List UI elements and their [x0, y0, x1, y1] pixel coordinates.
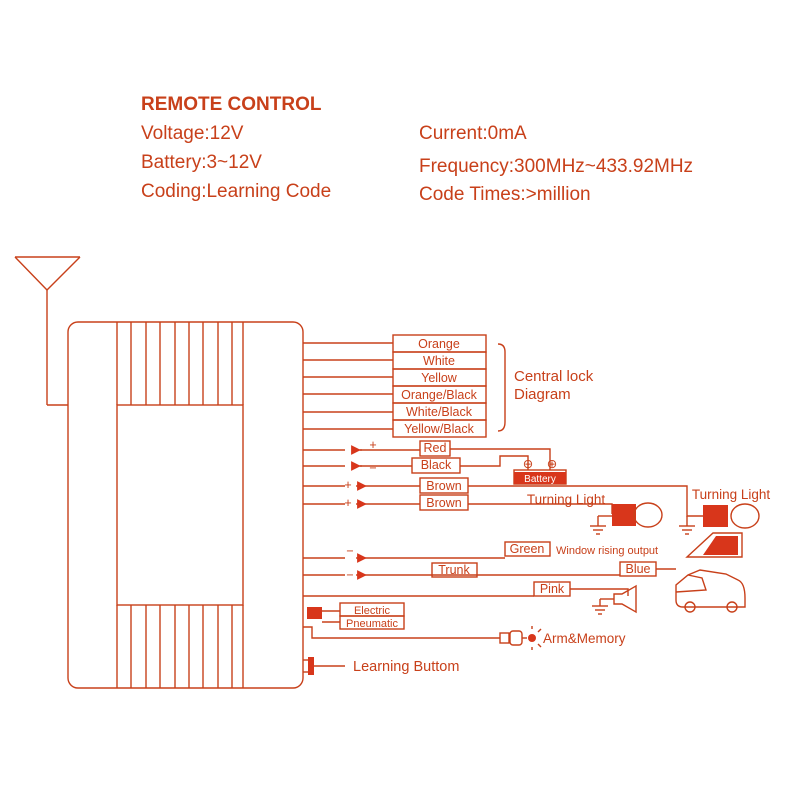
spec-coding: Coding:Learning Code [141, 181, 332, 202]
spec-frequency: Frequency:300MHz~433.92MHz [419, 156, 694, 177]
minus-sign: − [369, 461, 376, 475]
wire-label-pink: Pink [540, 582, 565, 596]
battery-icon [513, 469, 567, 485]
central-lock-diagram-label: Diagram [514, 386, 571, 403]
central-lock-wires [303, 334, 506, 438]
turning-light-left-label: Turning Light [527, 492, 606, 507]
spec-battery: Battery:3~12V [141, 152, 262, 173]
wire-label-white-black: White/Black [406, 405, 473, 419]
spec-current: Current:0mA [419, 123, 527, 144]
output-wires [303, 541, 676, 597]
battery-label: Battery [524, 474, 556, 485]
wire-label-black: Black [421, 458, 452, 472]
pneumatic-label: Pneumatic [346, 618, 398, 630]
wire-label-brown-1: Brown [426, 479, 461, 493]
learning-button-label: Learning Buttom [353, 659, 459, 675]
power-wires [303, 440, 551, 474]
lock-type-wires [307, 602, 405, 630]
wire-label-yellow: Yellow [421, 371, 458, 385]
antenna-icon [14, 256, 81, 406]
wire-label-red: Red [424, 441, 447, 455]
learning-button-icon [303, 657, 345, 675]
control-unit [67, 321, 304, 689]
wire-label-orange: Orange [418, 337, 460, 351]
arm-memory-wire [303, 626, 527, 646]
led-icon [528, 626, 542, 650]
car-trunk-icon [675, 569, 746, 613]
turning-light-right-label: Turning Light [692, 487, 771, 502]
plus-sign: + [369, 438, 376, 452]
electric-label: Electric [354, 605, 391, 617]
spec-title: REMOTE CONTROL [141, 94, 322, 115]
window-rising-label: Window rising output [556, 545, 658, 557]
spec-code-times: Code Times:>million [419, 184, 591, 205]
central-lock-label: Central lock [514, 368, 594, 385]
wire-label-brown-2: Brown [426, 496, 461, 510]
battery-plus-terminal: ⊕ [547, 457, 557, 471]
turning-light-left-icon [590, 502, 663, 535]
spec-voltage: Voltage:12V [141, 123, 244, 144]
minus-sign-trunk: − [346, 568, 353, 582]
plus-sign-brown-1: + [344, 478, 351, 492]
arm-memory-label: Arm&Memory [543, 631, 626, 646]
wire-label-orange-black: Orange/Black [401, 388, 477, 402]
wire-label-yellow-black: Yellow/Black [404, 422, 474, 436]
siren-icon [592, 584, 637, 615]
window-icon [685, 532, 743, 558]
plus-sign-brown-2: + [344, 496, 351, 510]
turning-light-right-icon [679, 503, 760, 535]
battery-minus-terminal: ⊖ [523, 457, 533, 471]
wire-label-white: White [423, 354, 455, 368]
wire-label-green: Green [510, 542, 545, 556]
minus-sign-green: − [346, 544, 353, 558]
turning-light-wires [303, 477, 703, 517]
wire-label-trunk: Trunk [438, 563, 470, 577]
wire-label-blue: Blue [625, 562, 650, 576]
